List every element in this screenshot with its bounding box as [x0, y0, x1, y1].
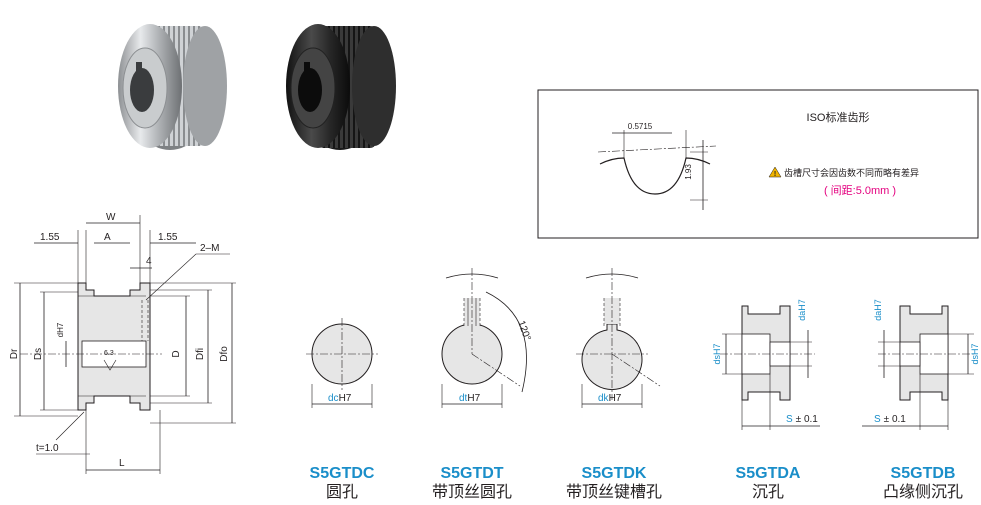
bore-keyway: dkH7 [576, 268, 661, 408]
angle-120: 120° [515, 319, 532, 342]
dim-dH7: dH7 [56, 322, 65, 337]
caption-code: S5GTDA [735, 465, 801, 482]
dim-screw: 2–M [200, 243, 219, 254]
caption-name: 沉孔 [751, 484, 784, 501]
iso-dim-top: 0.5715 [628, 122, 653, 131]
dsH7-a: dsH7 [712, 343, 722, 364]
caption-code: S5GTDB [890, 465, 956, 482]
dim-A: A [104, 232, 111, 243]
caption-name: 带顶丝圆孔 [431, 484, 512, 501]
caption-name: 凸缘侧沉孔 [882, 484, 963, 501]
caption-dt: S5GTDT 带顶丝圆孔 [418, 464, 526, 502]
caption-code: S5GTDC [309, 465, 375, 482]
bore-dk-label: dkH7 [598, 393, 622, 404]
daH7-b: daH7 [873, 299, 883, 321]
caption-code: S5GTDT [440, 465, 504, 482]
section-view: W A 1.55 1.55 4 2–M Dr Ds dH7 6.3 D Dfi [9, 212, 236, 474]
s-tol-b: S± 0.1 [874, 414, 906, 425]
dsH7-b: dsH7 [970, 343, 980, 364]
dim-D: D [171, 350, 182, 357]
s-tol-a: S± 0.1 [786, 414, 818, 425]
bore-round: dcH7 [306, 318, 378, 408]
bore-flange-counterbore: daH7 dsH7 S± 0.1 [862, 299, 980, 430]
caption-name: 带顶丝键槽孔 [565, 484, 662, 501]
caption-db: S5GTDB 凸缘侧沉孔 [868, 464, 978, 502]
dim-4: 4 [146, 256, 152, 267]
dim-L: L [119, 458, 125, 469]
caption-name: 圆孔 [325, 484, 358, 501]
daH7-a: daH7 [797, 299, 807, 321]
caption-dk: S5GTDK 带顶丝键槽孔 [552, 464, 676, 502]
roughness: 6.3 [104, 350, 114, 357]
dim-t: t=1.0 [36, 443, 59, 454]
caption-dc: S5GTDC 圆孔 [300, 464, 384, 502]
bore-setscrew: 120° dtH7 [441, 268, 533, 408]
bore-counterbore: dsH7 daH7 S± 0.1 [712, 299, 820, 430]
iso-warning: 齿槽尺寸会因齿数不同而略有差异 [784, 167, 919, 178]
iso-title: ISO标准齿形 [807, 110, 870, 124]
pulley-photo-black [286, 24, 396, 150]
dim-Ds: Ds [33, 348, 44, 360]
dim-Dr: Dr [9, 348, 20, 359]
iso-dim-side: 1.93 [684, 164, 693, 180]
caption-code: S5GTDK [581, 465, 647, 482]
bore-dt-label: dtH7 [459, 393, 481, 404]
dim-flange-right: 1.55 [158, 232, 178, 243]
dim-flange-left: 1.55 [40, 232, 60, 243]
svg-text:!: ! [774, 171, 776, 178]
dim-Dfo: Dfo [219, 346, 230, 362]
iso-pitch: ( 间距:5.0mm ) [824, 184, 896, 197]
iso-profile-box: ISO标准齿形 0.5715 1.93 ! 齿槽尺寸会因齿数不同而略有差异 ( … [537, 89, 979, 239]
caption-da: S5GTDA 沉孔 [726, 464, 810, 502]
dim-Dfi: Dfi [195, 348, 206, 360]
pulley-photo-silver [118, 24, 227, 150]
dim-W: W [106, 212, 116, 223]
bore-dc-label: dcH7 [328, 393, 352, 404]
warning-icon [768, 166, 782, 178]
